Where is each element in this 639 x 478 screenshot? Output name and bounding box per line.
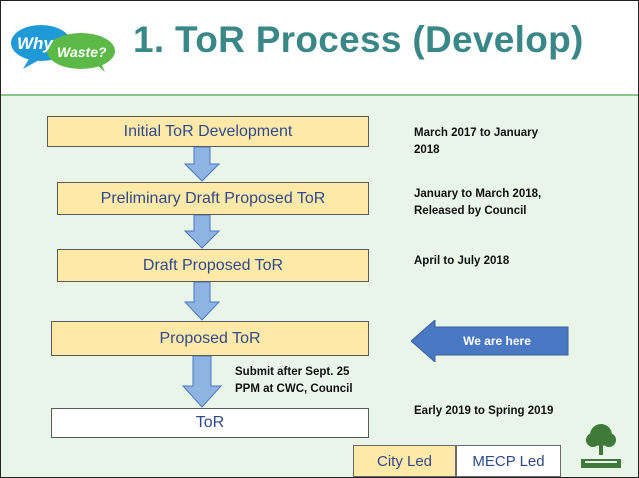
legend-mecp-led: MECP Led (456, 445, 561, 477)
step-proposed-tor: Proposed ToR (51, 321, 369, 356)
timing-note-initial: March 2017 to January 2018 (414, 125, 538, 159)
submit-note: Submit after Sept. 25 PPM at CWC, Counci… (235, 364, 353, 398)
page-title: 1. ToR Process (Develop) (133, 19, 584, 60)
step-tor: ToR (51, 408, 369, 438)
why-waste-logo-icon: Why Waste? (11, 25, 115, 72)
logo-why-text: Why (17, 34, 54, 53)
down-arrow-icon (184, 215, 220, 249)
timing-note-line: March 2017 to January (414, 127, 539, 139)
logo-waste-text: Waste? (57, 44, 107, 60)
timing-note-line: January to March 2018, (414, 188, 542, 200)
down-arrow-icon (184, 147, 220, 182)
current-stage-marker: We are here (463, 334, 531, 348)
submit-note-line: Submit after Sept. 25 (235, 366, 350, 378)
down-arrow-icon (184, 282, 220, 321)
timing-note-line: Released by Council (414, 205, 527, 217)
legend-city-led: City Led (353, 445, 456, 477)
header-divider (1, 94, 638, 96)
step-preliminary-draft-proposed-tor: Preliminary Draft Proposed ToR (57, 182, 369, 215)
submit-note-line: PPM at CWC, Council (235, 383, 353, 395)
header: Why Waste? 1. ToR Process (Develop) (1, 1, 638, 96)
step-initial-tor-development: Initial ToR Development (47, 116, 369, 147)
step-draft-proposed-tor: Draft Proposed ToR (57, 249, 369, 282)
timing-note-draft: April to July 2018 (414, 255, 510, 267)
timing-note-tor: Early 2019 to Spring 2019 (414, 405, 554, 417)
timing-note-preliminary: January to March 2018, Released by Counc… (414, 186, 541, 220)
timing-note-line: 2018 (414, 144, 440, 156)
down-arrow-icon (182, 356, 222, 408)
left-arrow-icon (411, 320, 569, 362)
london-tree-logo-icon (581, 424, 621, 468)
